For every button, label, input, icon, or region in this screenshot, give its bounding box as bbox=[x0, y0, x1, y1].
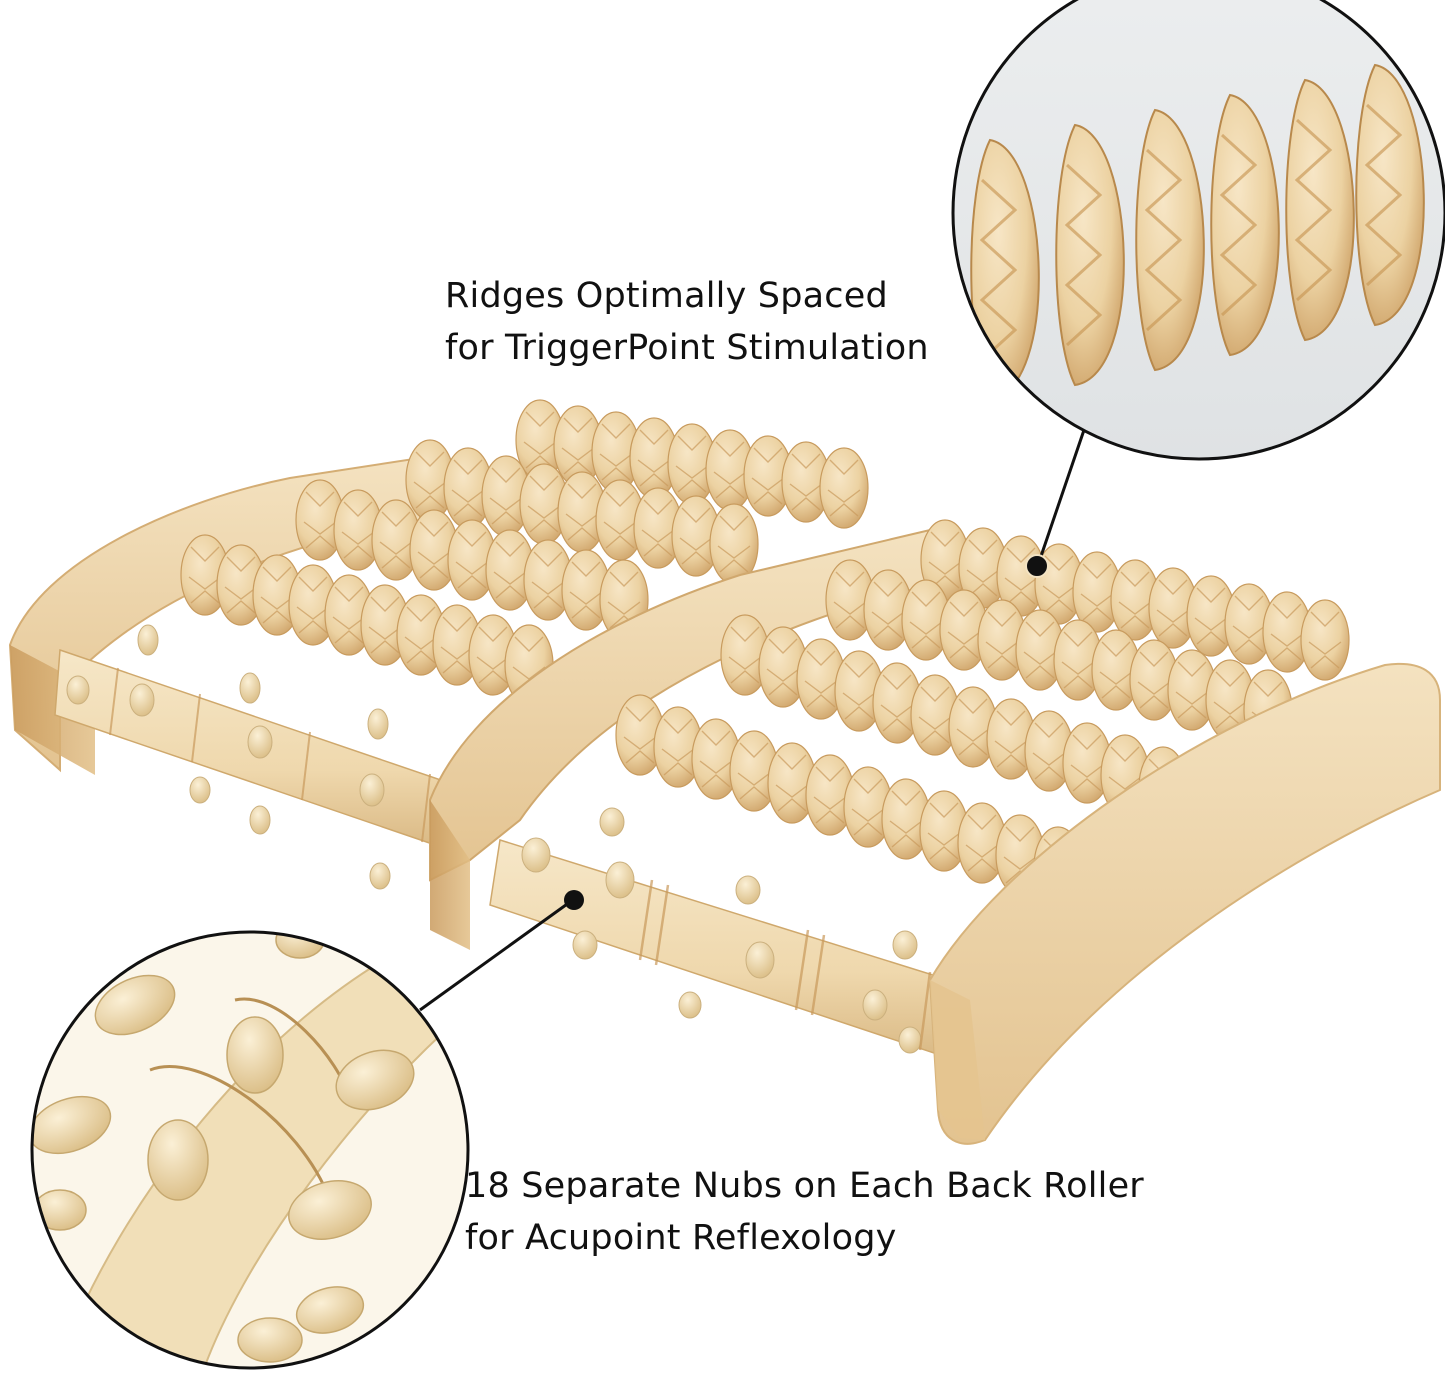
right-nub-roller bbox=[489, 807, 966, 1061]
ridges-zoom-circle bbox=[951, 0, 1445, 461]
ridges-callout-dot bbox=[1025, 554, 1049, 578]
ridges-caption-line-2: for TriggerPoint Stimulation bbox=[445, 328, 929, 368]
ridges-caption: Ridges Optimally Spaced for TriggerPoint… bbox=[445, 270, 929, 374]
nubs-caption: 18 Separate Nubs on Each Back Roller for… bbox=[465, 1160, 1144, 1264]
nubs-zoom-circle bbox=[30, 930, 470, 1370]
left-nub-roller bbox=[54, 624, 471, 890]
nubs-callout-dot bbox=[564, 890, 584, 910]
nubs-caption-line-2: for Acupoint Reflexology bbox=[465, 1218, 897, 1258]
ridges-caption-line-1: Ridges Optimally Spaced bbox=[445, 276, 888, 316]
right-end-frame bbox=[928, 663, 1441, 1145]
ridges-callout-line bbox=[1036, 429, 1086, 566]
nubs-callout-line bbox=[419, 900, 571, 1012]
nubs-caption-line-1: 18 Separate Nubs on Each Back Roller bbox=[465, 1166, 1144, 1206]
